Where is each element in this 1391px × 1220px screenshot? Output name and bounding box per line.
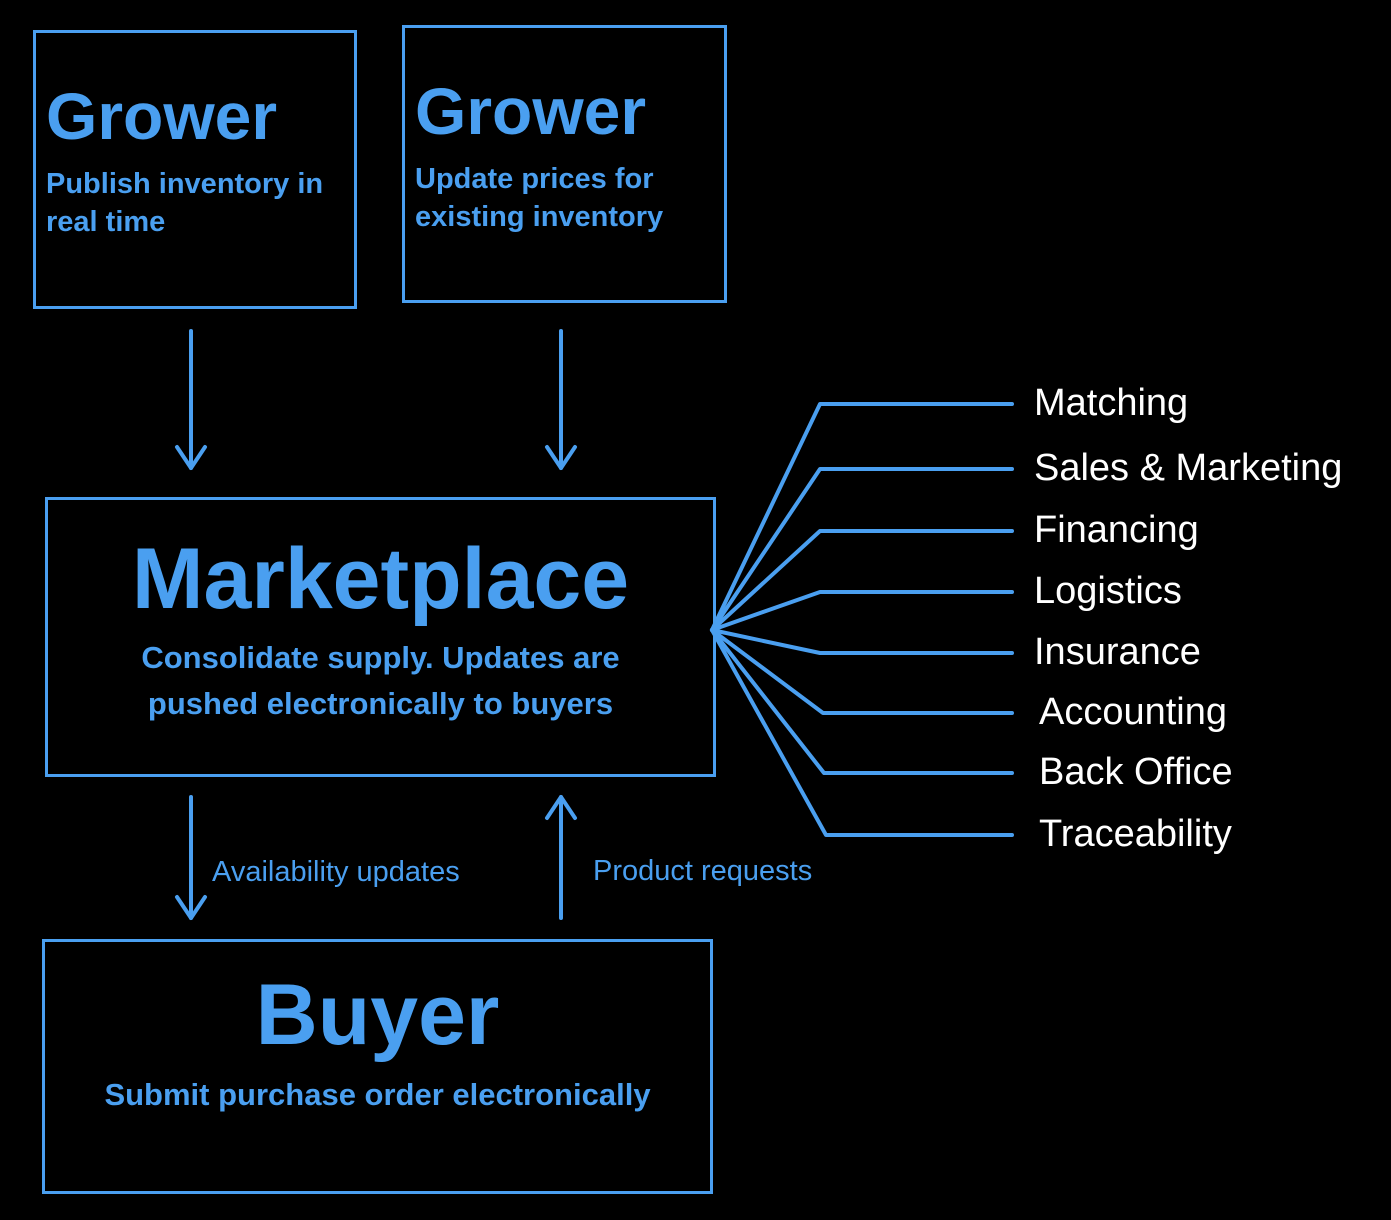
buyer-box: Buyer Submit purchase order electronical… <box>42 939 713 1194</box>
services-fan <box>710 402 1014 837</box>
service-connector-line <box>710 628 1014 775</box>
buyer-title: Buyer <box>255 967 500 1063</box>
grower2-to-marketplace-arrow <box>545 329 577 470</box>
grower-title: Grower <box>415 74 647 148</box>
service-connector-line <box>710 628 1014 655</box>
grower-subtitle: Publish inventory in real time <box>46 168 324 238</box>
grower-box-update-prices: Grower Update prices for existing invent… <box>402 25 727 303</box>
marketplace-subtitle-line-2: pushed electronically to buyers <box>147 686 614 721</box>
availability-down-arrow <box>175 795 207 920</box>
service-label: Logistics <box>1034 570 1182 612</box>
availability-updates-label: Availability updates <box>212 856 460 888</box>
grower-subtitle: Update prices for existing inventory <box>415 163 664 233</box>
service-connector-line <box>710 529 1014 632</box>
service-label: Insurance <box>1034 631 1201 673</box>
service-label: Sales & Marketing <box>1034 447 1343 489</box>
service-connector-line <box>710 402 1014 632</box>
service-label: Traceability <box>1039 813 1232 855</box>
service-connector-line <box>710 467 1014 632</box>
service-label: Accounting <box>1039 691 1228 733</box>
grower-box-publish: Grower Publish inventory in real time <box>33 30 357 309</box>
service-connector-line <box>710 590 1014 632</box>
grower-title: Grower <box>46 79 278 153</box>
grower1-to-marketplace-arrow <box>175 329 207 470</box>
buyer-subtitle: Submit purchase order electronically <box>104 1077 651 1112</box>
service-label: Financing <box>1034 509 1199 551</box>
marketplace-subtitle-line-1: Consolidate supply. Updates are <box>141 640 620 675</box>
requests-up-arrow <box>545 795 577 920</box>
marketplace-box: Marketplace Consolidate supply. Updates … <box>45 497 716 777</box>
service-connector-line <box>710 628 1014 837</box>
service-label: Matching <box>1034 382 1189 424</box>
service-label: Back Office <box>1039 751 1233 793</box>
service-connector-line <box>710 628 1014 715</box>
marketplace-title: Marketplace <box>131 531 630 627</box>
product-requests-label: Product requests <box>593 855 813 887</box>
